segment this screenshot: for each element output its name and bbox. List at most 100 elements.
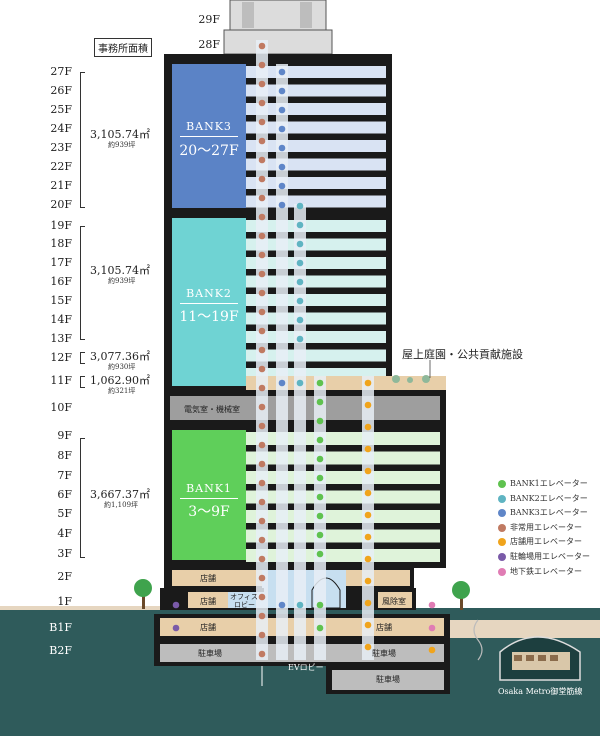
floor-label-b2f: B2F [49,644,72,657]
area-12f: 3,077.36㎡ [90,350,150,363]
shop-elevator-dot [364,401,372,409]
bank1-elevator-dot [316,531,324,539]
elevator-shafts [256,40,374,660]
emergency-elevator-dot [258,194,266,202]
emergency-elevator-dot [258,137,266,145]
sidewalk [440,620,600,638]
floor-label-16f: 16F [50,275,72,288]
bicycle-elevator-dot [172,624,180,632]
bicycle-elevator-dot [172,601,180,609]
emergency-elevator-dot [258,289,266,297]
floor-label-15f: 15F [50,294,72,307]
emergency-elevator-dot [258,574,266,582]
bank3-elevator-dot [278,163,286,171]
legend-label-7: 地下鉄エレベーター [510,566,582,576]
machine-room-label: 電気室・機械室 [184,405,240,414]
emergency-elevator-dot [258,175,266,183]
bank2-elevator-dot [296,202,304,210]
bank3-range: 20〜27F [179,143,239,159]
emergency-elevator-dot [258,593,266,601]
bank2-elevator-dot [296,278,304,286]
floor-label-7f: 7F [57,469,72,482]
floor-label-22f: 22F [50,160,72,173]
metro-label: Osaka Metro御堂筋線 [498,687,583,696]
metro-elevator-dot [428,624,436,632]
bank2-elevator-dot [296,316,304,324]
floor-label-20f: 20F [50,198,72,211]
shop-elevator-dot [428,646,436,654]
floor-label-1f: 1F [57,595,72,608]
bank1-elevator-dot [316,601,324,609]
bank1-name: BANK1 [186,482,232,495]
tsubo-bank1: 約1,109坪 [104,501,139,509]
bank1-elevator-dot [316,474,324,482]
legend-label-2: BANK2エレベーター [510,493,588,503]
legend-dot-6 [498,553,506,561]
emergency-elevator-dot [258,536,266,544]
emergency-elevator-dot [258,403,266,411]
area-header: 事務所面積 [94,38,152,57]
penthouse [223,0,333,55]
shop-1f-label: 店舗 [200,597,216,606]
emergency-elevator-dot [258,61,266,69]
windbreak-label: 風除室 [382,597,406,606]
tsubo-bank3: 約939坪 [108,141,136,149]
office-lobby-label-1: オフィス [230,593,258,601]
shop-elevator-dot [364,577,372,585]
floor-label-12f: 12F [50,351,72,364]
metro-tunnel [499,636,581,681]
floor-label-26f: 26F [50,84,72,97]
emergency-elevator-dot [258,422,266,430]
bank1-elevator-dot [316,417,324,425]
bracket-bank2 [80,226,85,340]
bank2-block [172,218,246,386]
bank3-elevator-dot [278,182,286,190]
floor-label-18f: 18F [50,237,72,250]
emergency-elevator-dot [258,270,266,278]
emergency-elevator-dot [258,80,266,88]
bank2-elevator-dot [296,297,304,305]
bank1-elevator-dot [316,398,324,406]
emergency-elevator-dot [258,631,266,639]
floor-label-13f: 13F [50,332,72,345]
bank1-elevator-dot [316,624,324,632]
parking-b3-label: 駐車場 [376,675,400,684]
shop-b1-left-label: 店舗 [200,623,216,632]
bracket-bank3 [80,72,85,208]
bank2-elevator-dot [296,601,304,609]
floor-label-3f: 3F [57,547,72,560]
tsubo-11f: 約321坪 [108,387,136,395]
floor-label-5f: 5F [57,507,72,520]
legend-label-5: 店舗用エレベーター [510,537,582,547]
legend-dot-7 [498,567,506,576]
shop-elevator-dot [364,379,372,387]
legend-dot-2 [498,494,506,503]
shop-2f-label: 店舗 [200,574,216,583]
ev-lobby-label: EVロビー [288,663,324,672]
shop-elevator-dot [364,533,372,541]
area-bank2: 3,105.74㎡ [90,264,150,277]
emergency-elevator-dot [258,346,266,354]
bank3-elevator-dot [278,601,286,609]
tsubo-12f: 約930坪 [108,363,136,371]
floor-label-23f: 23F [50,141,72,154]
area-bank3: 3,105.74㎡ [90,128,150,141]
legend-label-3: BANK3エレベーター [510,508,588,518]
floor-label-2f: 2F [57,570,72,583]
bank1-elevator-dot [316,550,324,558]
floor-label-9f: 9F [57,429,72,442]
floor-label-6f: 6F [57,488,72,501]
bracket-bank1 [80,438,85,558]
rooftop-greenery [392,375,430,383]
bank3-elevator-dot [278,87,286,95]
emergency-elevator-dot [258,99,266,107]
bank3-elevator-dot [278,379,286,387]
emergency-elevator-dot [258,650,266,658]
rooftop-garden-label: 屋上庭園・公共貢献施設 [402,348,523,361]
bracket-12f [80,352,85,364]
emergency-elevator-dot [258,365,266,373]
bracket-11f [80,376,85,388]
emergency-elevator-dot [258,517,266,525]
bank2-elevator-dot [296,259,304,267]
